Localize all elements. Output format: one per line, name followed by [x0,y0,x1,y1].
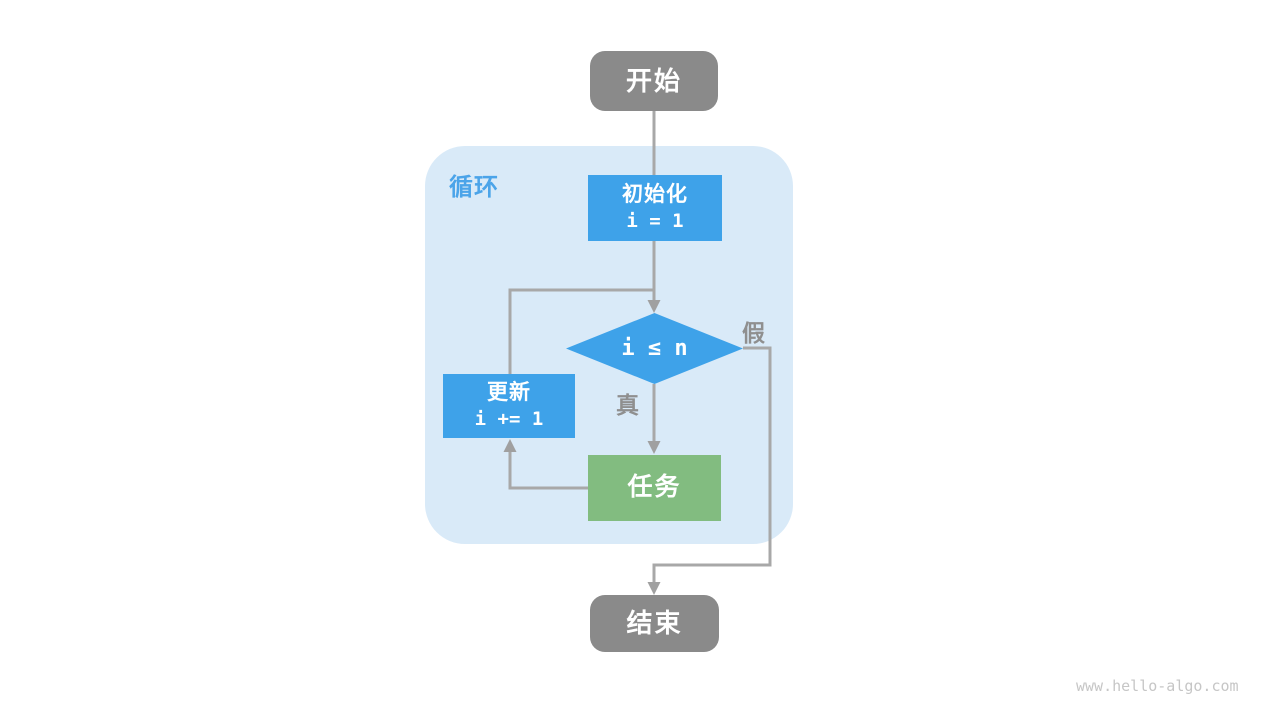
site-watermark: www.hello-algo.com [1076,677,1239,695]
start-node-label: 开始 [625,65,682,96]
task-node-label: 任务 [627,473,682,502]
task-node: 任务 [588,455,721,521]
end-node: 结束 [590,595,719,652]
update-node: 更新 i += 1 [443,374,575,438]
end-node-label: 结束 [626,608,683,639]
update-node-title: 更新 [487,381,531,404]
init-node-code: i = 1 [626,210,684,233]
condition-node-code: i ≤ n [621,335,688,361]
loop-region-label: 循环 [449,174,499,201]
arrowhead-into-end [647,582,661,595]
init-node: 初始化 i = 1 [588,175,722,241]
false-branch-label: 假 [742,320,765,346]
start-node: 开始 [590,51,718,111]
init-node-title: 初始化 [622,183,688,206]
update-node-code: i += 1 [474,408,544,431]
true-branch-label: 真 [616,392,639,418]
